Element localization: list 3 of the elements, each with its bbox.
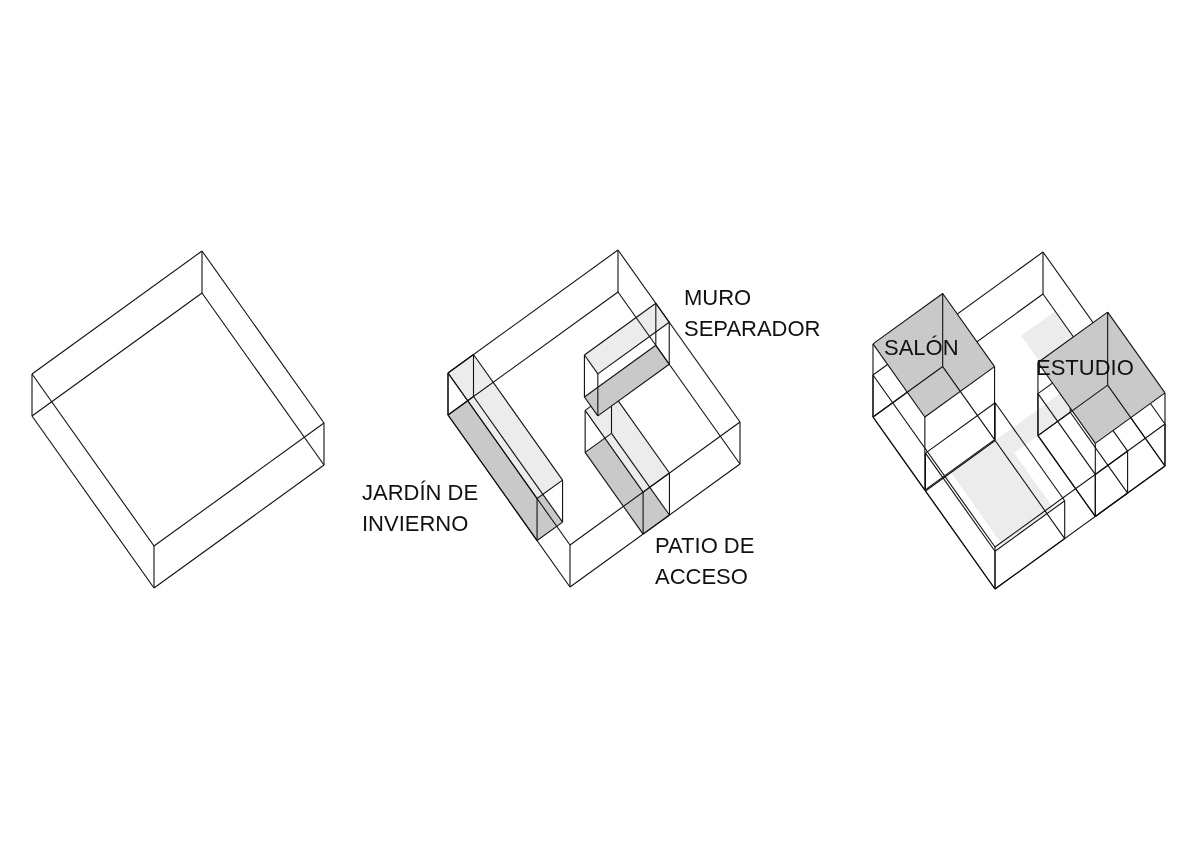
space-label: JARDÍN DE INVIERNO: [362, 479, 480, 538]
space-label: MURO SEPARADOR: [684, 284, 822, 343]
space-label: PATIO DE ACCESO: [655, 532, 756, 591]
